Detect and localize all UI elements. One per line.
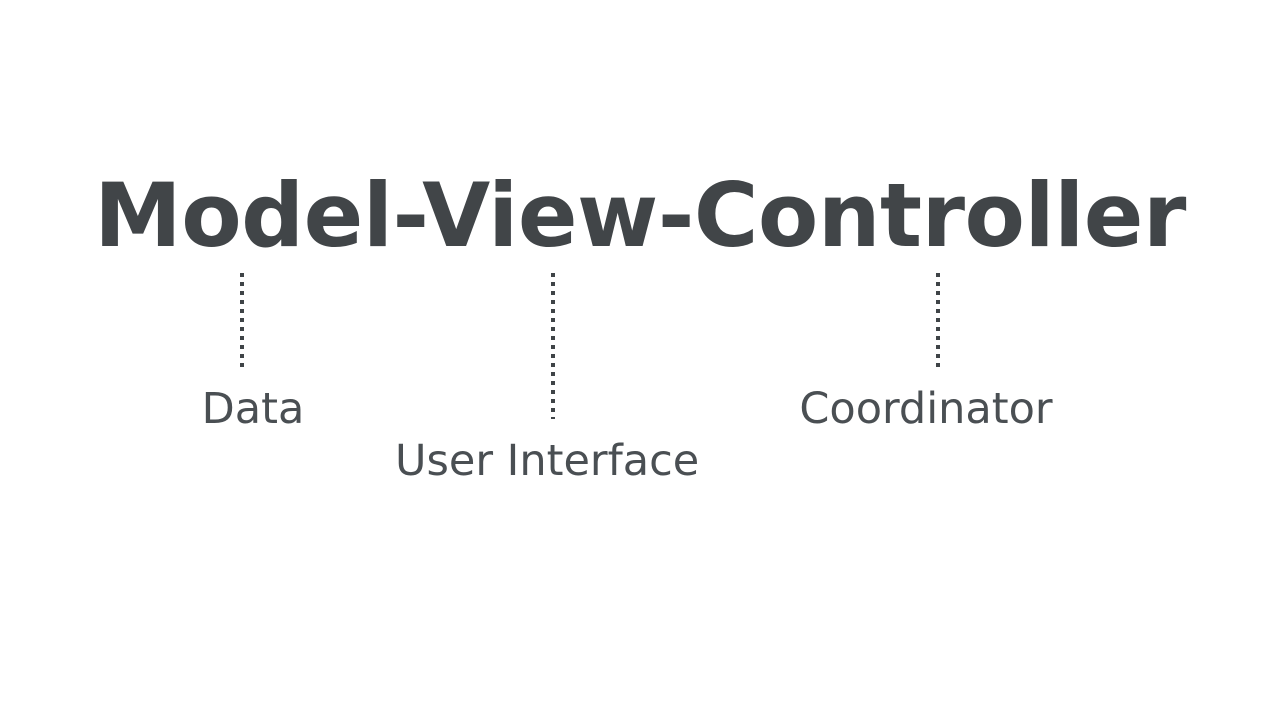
leader-line-view bbox=[551, 273, 555, 419]
leader-line-controller bbox=[936, 273, 940, 369]
annotation-label-view: User Interface bbox=[395, 436, 700, 486]
page-title: Model-View-Controller bbox=[94, 164, 1186, 267]
annotation-label-model: Data bbox=[201, 384, 305, 434]
leader-line-model bbox=[240, 273, 244, 369]
annotation-label-controller: Coordinator bbox=[799, 384, 1053, 434]
